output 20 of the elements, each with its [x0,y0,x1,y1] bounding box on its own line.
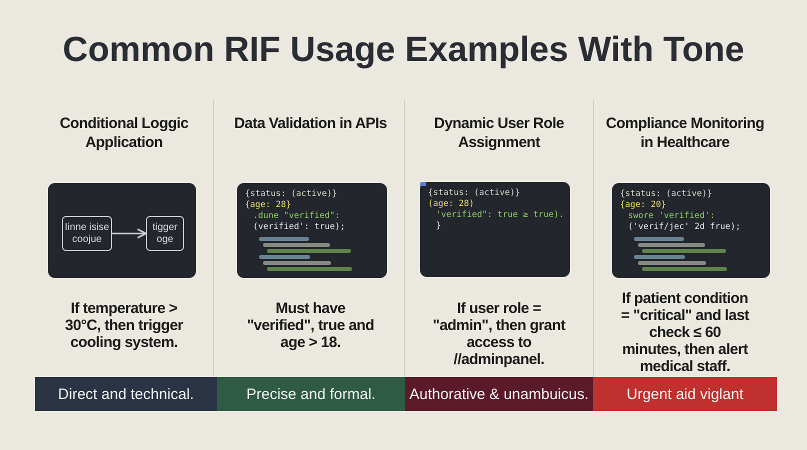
column-heading: Dynamic User Role Assignment [433,114,565,152]
flow-panel [48,183,196,278]
flow-step-box: tigger oge [146,216,184,251]
rule-description: If temperature > 30°C, then trigger cooling system. [64,300,184,351]
title: Common RIF Usage Examples With Tone [62,30,746,70]
code-snippet-panel: {status: (active)} {age: 20} swore 'verified': ('verif/jec' 2d frue); [612,183,770,278]
column-heading: Compliance Monitoring in Healthcare [604,114,766,152]
tone-bar: Urgent aid viglant [593,377,777,411]
code-snippet-panel: {status: (active)} {age: 28} .dune "verified": (verified': true); [237,183,387,278]
tone-bar: Precise and formal. [217,377,405,411]
tone-bar: Direct and technical. [35,377,217,411]
rule-description: If patient condition = "critical" and last check ≤ 60 minutes, then alert medical staff. [620,290,750,375]
arrow [112,228,147,239]
column-heading: Data Validation in APIs [233,114,388,133]
flow-step-box: Iinne isise coojue [62,216,112,251]
column-heading: Conditional Loggic Application [58,114,190,152]
tone-bar: Authorative & unambuicus. [405,377,593,411]
rule-description: Must have "verified", true and age > 18. [246,300,376,351]
rule-description: If user role = "admin", then grant access to //adminpanel. [432,300,566,368]
code-snippet-panel: {status: (active)} (age: 28) 'verified": true ≥ true). } [420,182,570,277]
